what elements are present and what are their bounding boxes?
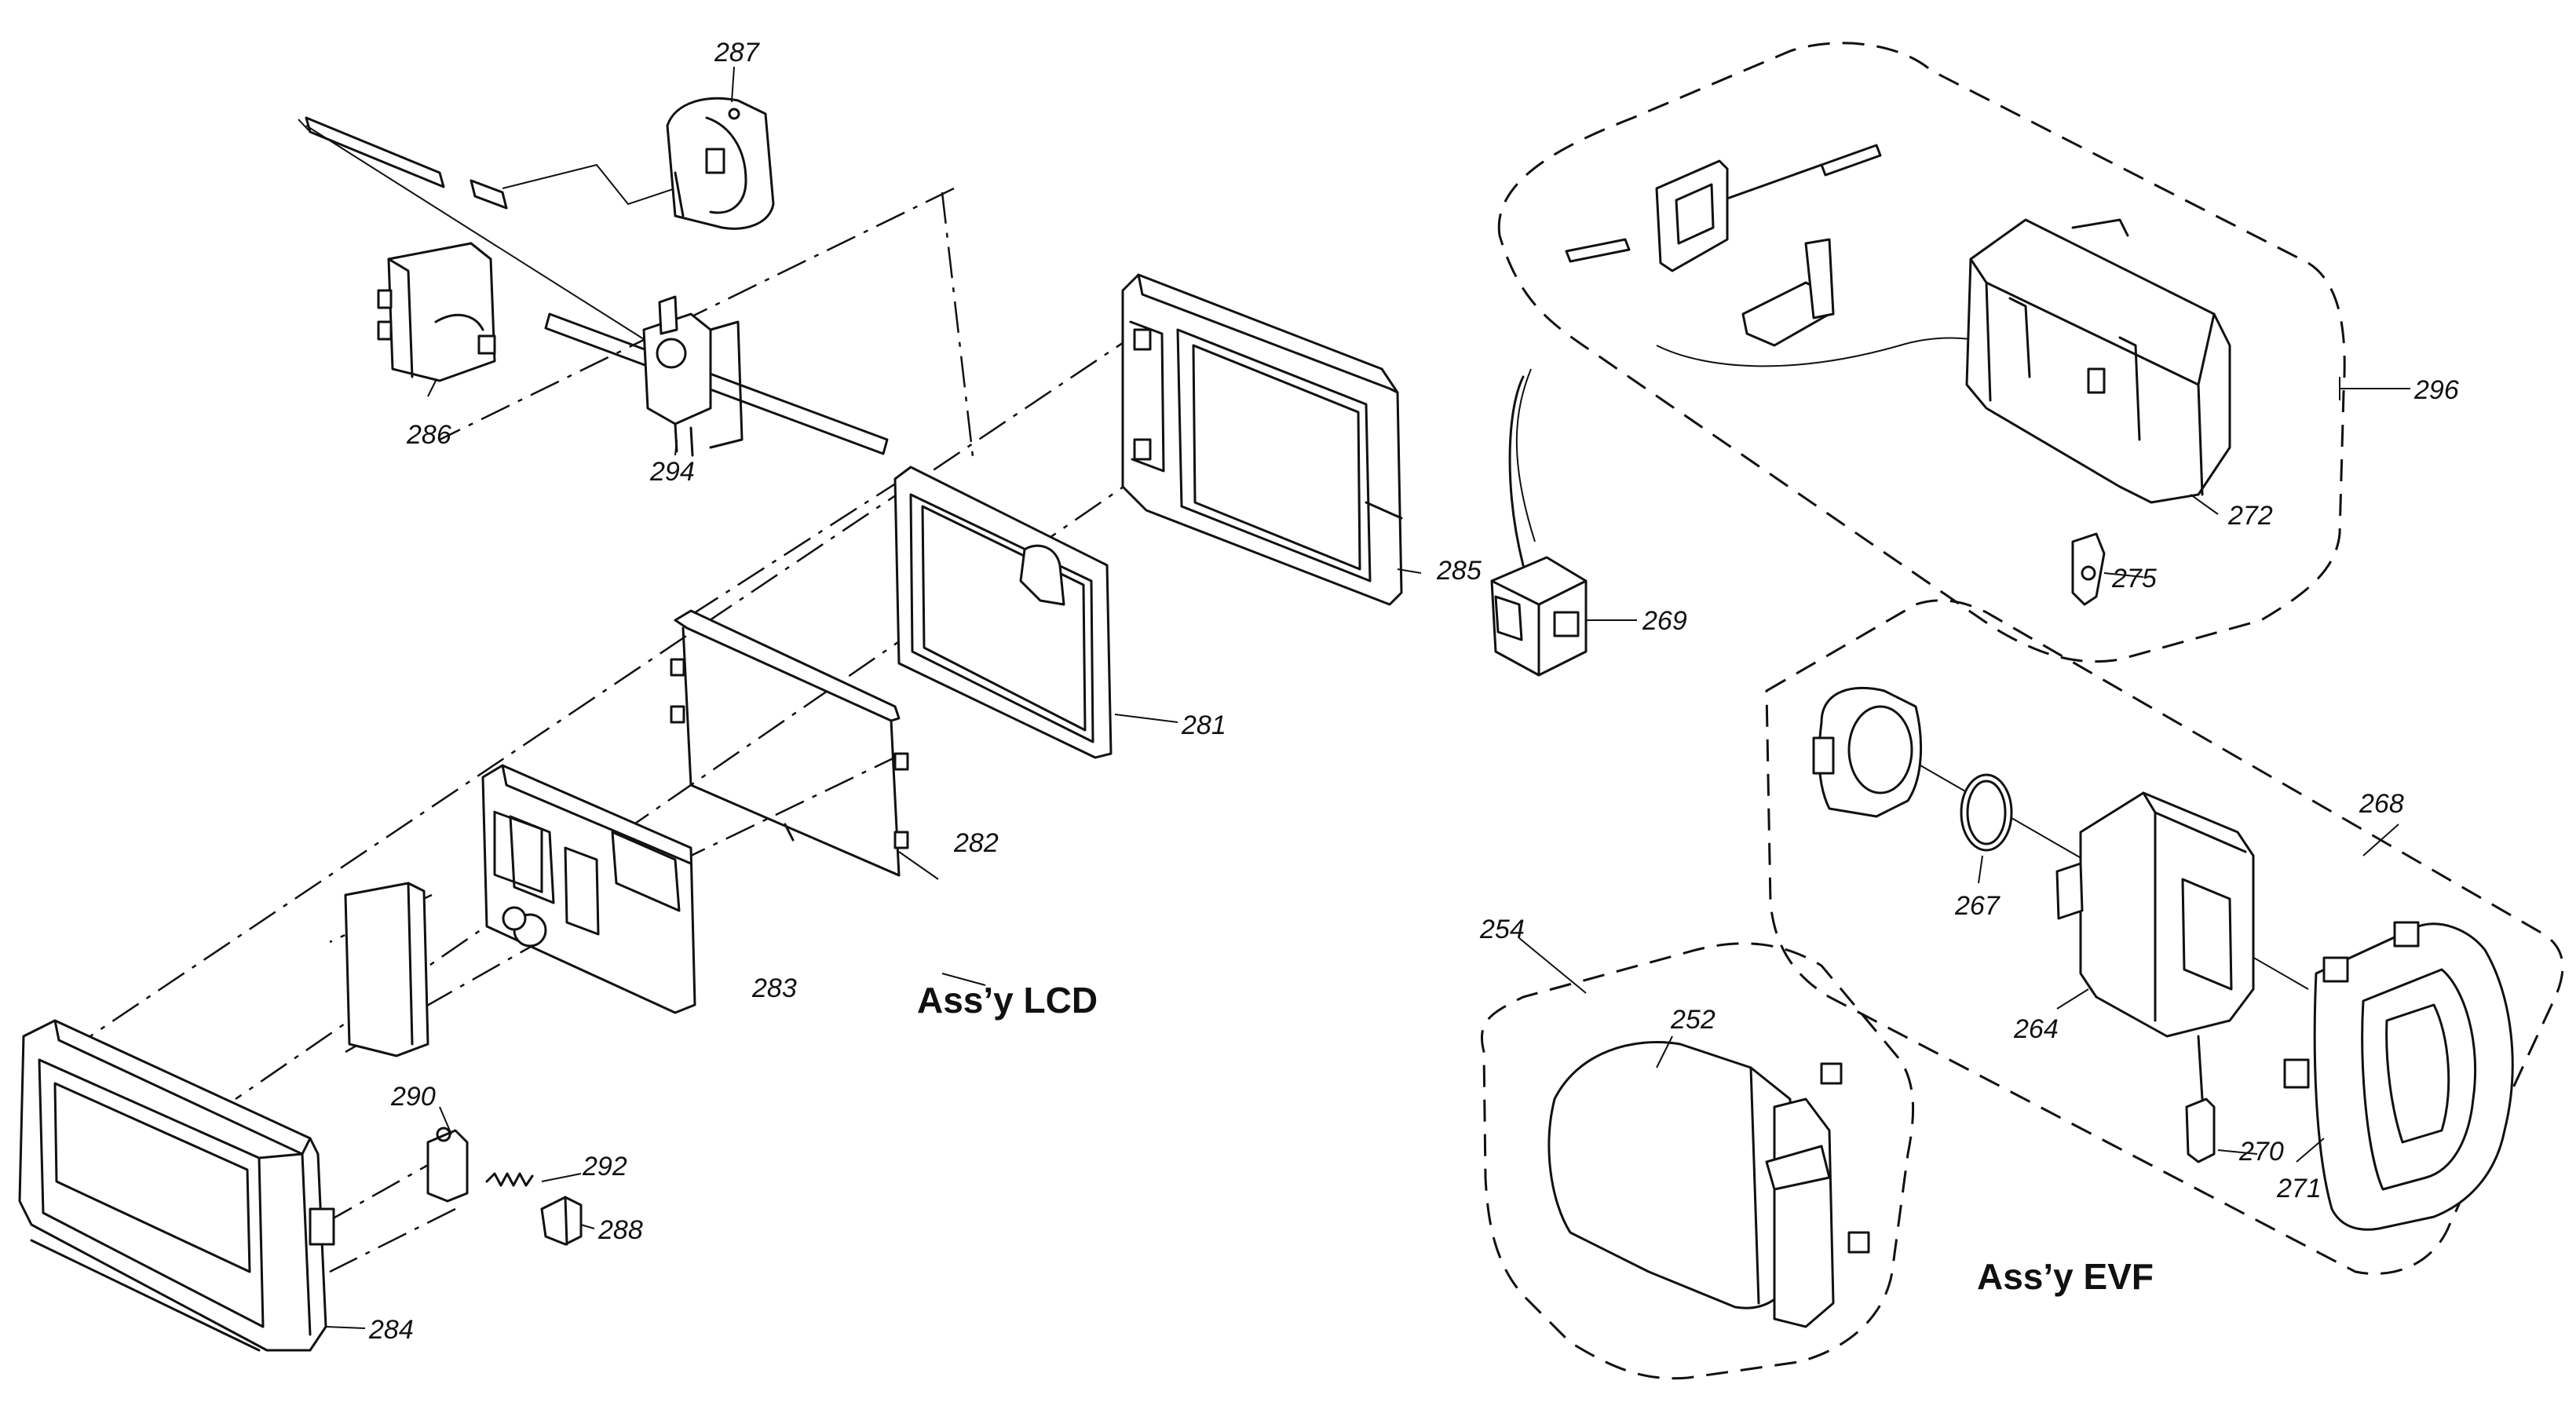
part-lens-holder bbox=[1812, 686, 1923, 818]
label-284: 284 bbox=[368, 1315, 414, 1345]
part-269-connector bbox=[1490, 375, 1588, 677]
part-272-evf-housing bbox=[1965, 218, 2231, 504]
part-287-hinge-cover bbox=[666, 97, 775, 230]
flex-cable bbox=[298, 116, 889, 455]
label-268: 268 bbox=[2359, 789, 2404, 819]
part-286-hinge bbox=[377, 242, 496, 382]
leader-lines bbox=[325, 66, 2410, 1329]
part-292-spring bbox=[485, 1172, 534, 1187]
label-290: 290 bbox=[390, 1082, 436, 1112]
label-271: 271 bbox=[2276, 1174, 2322, 1203]
label-269: 269 bbox=[1642, 606, 1687, 636]
assembly-boundary-254 bbox=[1480, 942, 1915, 1380]
label-283: 283 bbox=[751, 973, 797, 1003]
label-285: 285 bbox=[1436, 556, 1482, 586]
label-272: 272 bbox=[2227, 501, 2273, 531]
label-292: 292 bbox=[582, 1152, 627, 1181]
label-270: 270 bbox=[2238, 1137, 2284, 1167]
label-286: 286 bbox=[406, 420, 451, 450]
label-254: 254 bbox=[1479, 915, 1525, 944]
part-283-circuit-board bbox=[481, 764, 696, 1014]
part-270-switch bbox=[2185, 1035, 2216, 1163]
title-assy-lcd: Ass’y LCD bbox=[917, 980, 1098, 1021]
label-282: 282 bbox=[953, 828, 999, 858]
part-bracket-hinge bbox=[1655, 159, 1729, 272]
label-288: 288 bbox=[597, 1215, 643, 1245]
label-287: 287 bbox=[714, 38, 760, 68]
part-264-evf-body bbox=[2055, 791, 2255, 1038]
part-267-lens bbox=[1960, 773, 2013, 852]
part-284-lcd-cover bbox=[18, 1019, 335, 1352]
part-288-button bbox=[540, 1196, 583, 1246]
foam-pad bbox=[344, 882, 429, 1057]
part-282-lcd-bracket bbox=[670, 609, 909, 877]
assembly-boundary-268 bbox=[1765, 599, 2564, 1275]
label-281: 281 bbox=[1181, 710, 1226, 740]
part-271-eyecup bbox=[2283, 921, 2514, 1231]
part-290-latch bbox=[426, 1127, 469, 1203]
part-lever bbox=[1741, 238, 1835, 347]
part-252-evf-cover bbox=[1547, 1041, 1870, 1328]
label-267: 267 bbox=[1954, 891, 2001, 921]
part-285-lcd-frame bbox=[1121, 273, 1403, 606]
title-assy-evf: Ass’y EVF bbox=[1977, 1256, 2154, 1297]
label-275: 275 bbox=[2111, 564, 2157, 593]
part-pins bbox=[1565, 144, 1882, 263]
part-275-screw bbox=[2071, 532, 2106, 606]
part-281-lcd-panel bbox=[893, 466, 1113, 759]
label-294: 294 bbox=[649, 457, 695, 487]
assembly-boundary-296 bbox=[1497, 42, 2346, 663]
part-294-hinge-shaft bbox=[642, 295, 744, 457]
label-264: 264 bbox=[2013, 1014, 2059, 1044]
label-296: 296 bbox=[2413, 375, 2459, 405]
label-252: 252 bbox=[1670, 1005, 1716, 1035]
